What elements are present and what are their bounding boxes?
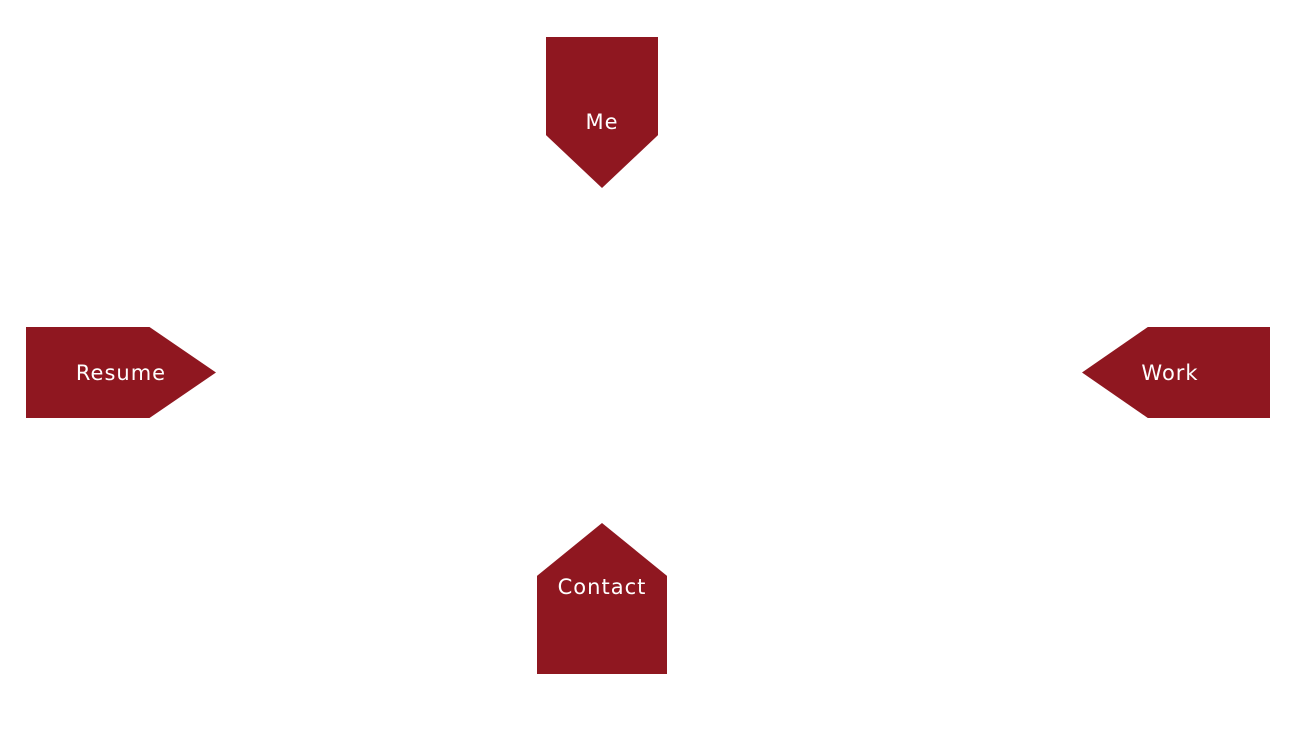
nav-me-button[interactable]: Me [546,37,658,188]
nav-resume-button[interactable]: Resume [26,327,216,418]
nav-resume-label: Resume [75,360,167,385]
nav-work-label: Work [1141,360,1199,385]
nav-work-button[interactable]: Work [1082,327,1270,418]
nav-contact-button[interactable]: Contact [537,523,667,674]
nav-me-label: Me [585,110,619,134]
nav-contact-label: Contact [557,575,647,599]
